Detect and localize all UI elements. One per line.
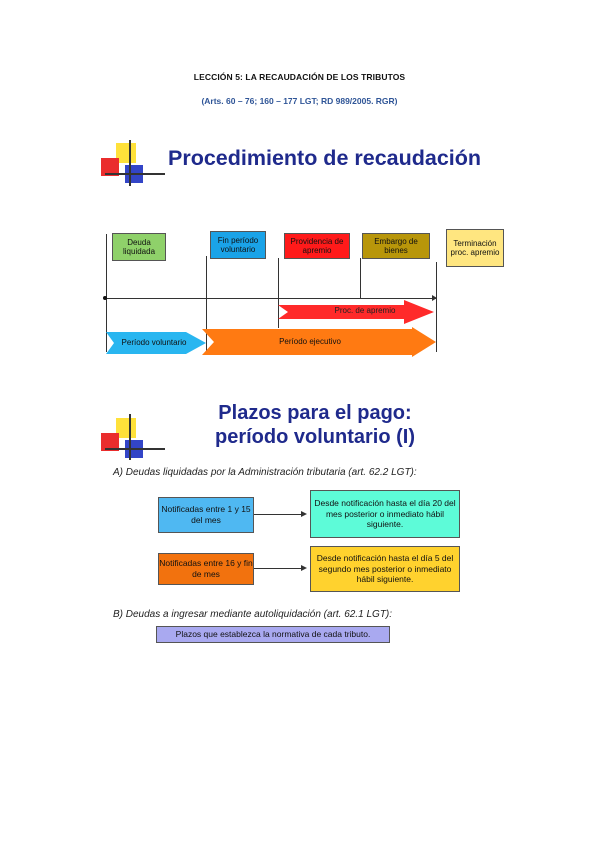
note-autoliquidacion: B) Deudas a ingresar mediante autoliquid… xyxy=(113,609,393,620)
document-title: LECCIÓN 5: LA RECAUDACIÓN DE LOS TRIBUTO… xyxy=(193,72,406,82)
timeline-divider-providencia xyxy=(278,258,279,328)
note-deudas-liquidadas: A) Deudas liquidadas por la Administraci… xyxy=(113,467,417,478)
stage-providencia-apremio: Providencia de apremio xyxy=(284,233,350,259)
slide2-title-line1: Plazos para el pago: xyxy=(218,402,412,424)
connector-line-1 xyxy=(254,514,302,515)
arrow-periodo-ejecutivo xyxy=(202,327,436,357)
box-plazo-dia-20: Desde notificación hasta el día 20 del m… xyxy=(310,490,460,538)
arrow-proc-apremio-label: Proc. de apremio xyxy=(334,306,396,315)
decor-horizontal-line xyxy=(105,448,165,450)
timeline-start-dot xyxy=(103,296,107,300)
decor-vertical-line xyxy=(129,140,131,186)
timeline-divider-embargo xyxy=(360,258,361,298)
timeline-axis xyxy=(106,298,436,299)
arrow-proc-apremio xyxy=(278,300,434,324)
slide1-title: Procedimiento de recaudación xyxy=(168,146,482,170)
arrow-periodo-voluntario-label: Período voluntario xyxy=(121,338,187,347)
decor-yellow-square xyxy=(116,143,136,163)
decor-horizontal-line xyxy=(105,173,165,175)
box-plazos-normativa: Plazos que establezca la normativa de ca… xyxy=(156,626,390,643)
timeline-divider-fin xyxy=(206,256,207,352)
decor-vertical-line xyxy=(129,414,131,460)
document-subtitle: (Arts. 60 – 76; 160 – 177 LGT; RD 989/20… xyxy=(201,96,398,106)
stage-deuda-liquidada: Deuda liquidada xyxy=(112,233,166,261)
timeline-axis-arrowhead xyxy=(432,295,437,301)
arrow-periodo-ejecutivo-label: Período ejecutivo xyxy=(279,337,341,346)
arrow-periodo-voluntario xyxy=(106,332,206,354)
slide2-title-line2: período voluntario (I) xyxy=(215,426,415,448)
decor-red-square xyxy=(101,158,119,176)
connector-arrowhead-2 xyxy=(301,565,307,571)
decor-yellow-square xyxy=(116,418,136,438)
stage-fin-periodo-voluntario: Fin período voluntario xyxy=(210,231,266,259)
connector-arrowhead-1 xyxy=(301,511,307,517)
box-notificadas-1-15: Notificadas entre 1 y 15 del mes xyxy=(158,497,254,533)
box-plazo-dia-5: Desde notificación hasta el día 5 del se… xyxy=(310,546,460,592)
timeline-start-line xyxy=(106,234,107,352)
decor-red-square xyxy=(101,433,119,451)
stage-terminacion-apremio: Terminación proc. apremio xyxy=(446,229,504,267)
timeline-end-line xyxy=(436,262,437,352)
stage-embargo-bienes: Embargo de bienes xyxy=(362,233,430,259)
box-notificadas-16-fin: Notificadas entre 16 y fin de mes xyxy=(158,553,254,585)
connector-line-2 xyxy=(254,568,302,569)
